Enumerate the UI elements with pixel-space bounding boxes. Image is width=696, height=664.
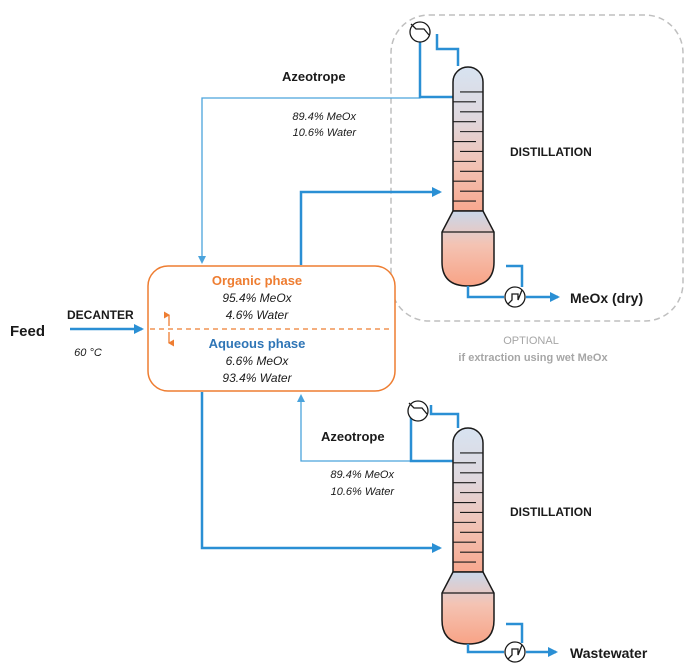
organic-meox-fraction: 95.4% MeOx [222, 291, 292, 305]
decanter-label: DECANTER [67, 308, 134, 322]
bottom-overhead-line [429, 405, 460, 428]
bottom-distillation-column [441, 427, 495, 645]
top-condenser-icon [409, 21, 431, 43]
organic-phase-stream [299, 187, 442, 265]
feed-label: Feed [10, 323, 45, 340]
top-overhead-line [435, 34, 460, 66]
top-azeotrope-label: Azeotrope [282, 69, 346, 84]
bottom-reboiler-return [506, 622, 524, 643]
top-reboiler-return [506, 264, 524, 287]
aqueous-phase-stream [200, 392, 442, 553]
top-azeotrope-meox: 89.4% MeOx [292, 111, 356, 123]
bottom-condenser-icon [407, 400, 429, 422]
top-azeotrope-water: 10.6% Water [293, 127, 358, 139]
optional-note-title: OPTIONAL [503, 335, 559, 347]
decanter-temperature: 60 °C [74, 347, 102, 359]
aqueous-meox-fraction: 6.6% MeOx [226, 354, 290, 368]
bottom-distillation-title: DISTILLATION [510, 505, 592, 519]
bottom-bottoms-line [466, 644, 504, 654]
top-reboiler-icon [504, 286, 526, 308]
bottom-reboiler-icon [504, 641, 526, 663]
optional-note-detail: if extraction using wet MeOx [458, 352, 608, 364]
bottom-azeotrope-meox: 89.4% MeOx [330, 469, 394, 481]
organic-phase-title: Organic phase [212, 273, 302, 288]
aqueous-water-fraction: 93.4% Water [222, 371, 292, 385]
top-distillation-column [441, 66, 495, 287]
bottom-azeotrope-water: 10.6% Water [331, 486, 396, 498]
top-column-trays [453, 91, 483, 202]
bottom-reflux-line [409, 413, 458, 463]
bottom-azeotrope-label: Azeotrope [321, 429, 385, 444]
aqueous-phase-title: Aqueous phase [209, 336, 306, 351]
optional-region-outline [390, 14, 684, 322]
wastewater-product-label: Wastewater [570, 645, 648, 661]
bottom-column-trays [453, 452, 483, 563]
top-distillation-title: DISTILLATION [510, 145, 592, 159]
top-bottoms-line [466, 286, 504, 299]
dry-meox-product-label: MeOx (dry) [570, 290, 643, 306]
organic-water-fraction: 4.6% Water [226, 308, 289, 322]
top-reflux-line [418, 37, 458, 99]
